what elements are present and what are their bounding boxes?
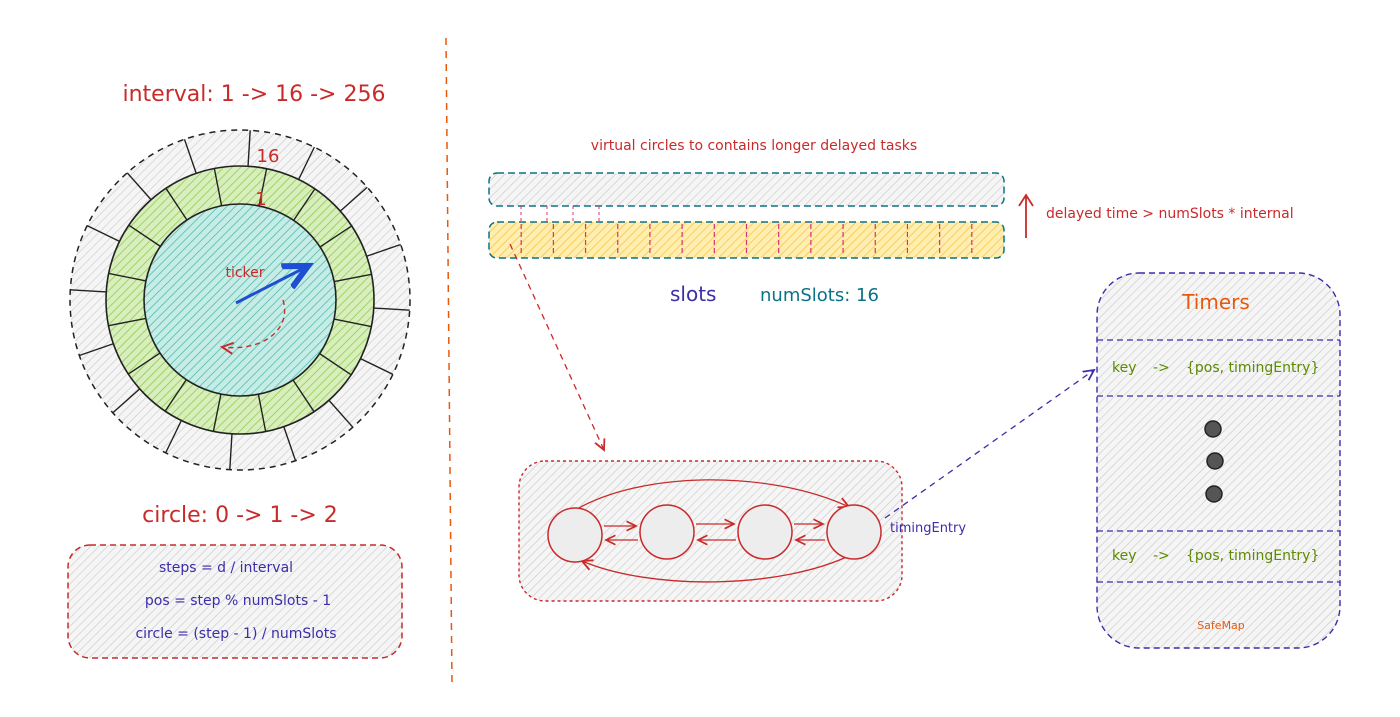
list-node [737,504,793,560]
slot-divider [229,433,233,470]
slot-divider [128,224,161,247]
list-node [639,504,695,560]
timing-list-box [518,460,903,602]
virtual-circle-bar [488,172,1005,207]
slot-divider [165,187,188,221]
slot-divider [319,225,353,248]
ring-outer-label: 16 [257,146,280,167]
ticker-rotation-arrow [222,299,286,348]
slot-divider [126,172,152,201]
slot-divider [258,168,268,207]
slot-to-list-arrow [509,243,604,450]
slot-divider [328,399,354,428]
entry-arrow: -> [1153,360,1170,376]
node-links [604,524,825,540]
middle-ring-slots [108,168,372,432]
slot-divider [293,188,316,221]
timers-entry-row: key -> {pos, timingEntry} [1112,548,1319,564]
list-node [547,507,603,563]
ticker-hand [235,266,308,305]
slot-divider [127,352,161,375]
formula-circle: circle = (step - 1) / numSlots [135,626,336,642]
virtual-circles-caption: virtual circles to contains longer delay… [591,138,917,154]
formula-steps: steps = d / interval [159,560,293,576]
slot-divider [283,426,297,461]
slot-divider [79,343,114,357]
slot-divider [297,146,315,180]
entry-arrow: -> [1153,548,1170,564]
list-node [826,504,882,560]
slot-divider [373,307,410,311]
slot-divider [108,272,147,282]
ellipsis-dot [1205,485,1223,503]
slot-divider [86,225,120,243]
slot-divider [360,357,394,375]
ticker-label: ticker [225,265,264,281]
slot-divider [334,273,372,283]
formula-pos: pos = step % numSlots - 1 [145,593,331,609]
slot-divider [183,139,197,174]
entry-value: {pos, timingEntry} [1186,360,1319,376]
timing-entry-label: timingEntry [890,521,966,536]
entry-key: key [1112,360,1137,376]
interval-title: interval: 1 -> 16 -> 256 [123,82,386,107]
entry-to-timers-arrow [884,370,1094,519]
entry-key: key [1112,548,1137,564]
slot-divider [164,379,187,412]
num-slots-label: numSlots: 16 [760,285,879,306]
safemap-label: SafeMap [1197,619,1245,632]
outer-ring-slots [70,130,410,470]
slot-divider [165,420,183,454]
ring-inner-label: 1 [255,189,266,210]
entry-value: {pos, timingEntry} [1186,548,1319,564]
ellipsis-dot [1204,420,1222,438]
slot-divider [333,318,372,328]
formula-box [67,544,403,659]
panel-divider [445,37,453,686]
slot-divider [213,168,223,206]
circle-title: circle: 0 -> 1 -> 2 [142,503,338,528]
slots-label: slots [670,282,716,306]
timers-entry-row: key -> {pos, timingEntry} [1112,360,1319,376]
delayed-up-arrow [1018,193,1034,238]
ellipsis-dot [1206,452,1224,470]
slot-divider [70,289,107,293]
timing-wheel: 16 1 ticker [69,129,411,471]
slot-dividers [520,206,973,256]
list-wrap-arrow-top [571,479,849,513]
slot-divider [112,388,141,414]
slot-divider [212,393,222,432]
slot-divider [108,317,146,327]
slot-divider [292,379,315,413]
timers-title: Timers [1181,290,1250,314]
slot-divider [247,130,251,167]
slot-divider [319,353,352,376]
delayed-time-note: delayed time > numSlots * internal [1046,206,1294,222]
slot-divider [339,186,368,212]
slot-divider [257,394,267,432]
list-wrap-arrow-bottom [582,553,854,583]
slot-divider [366,243,401,257]
